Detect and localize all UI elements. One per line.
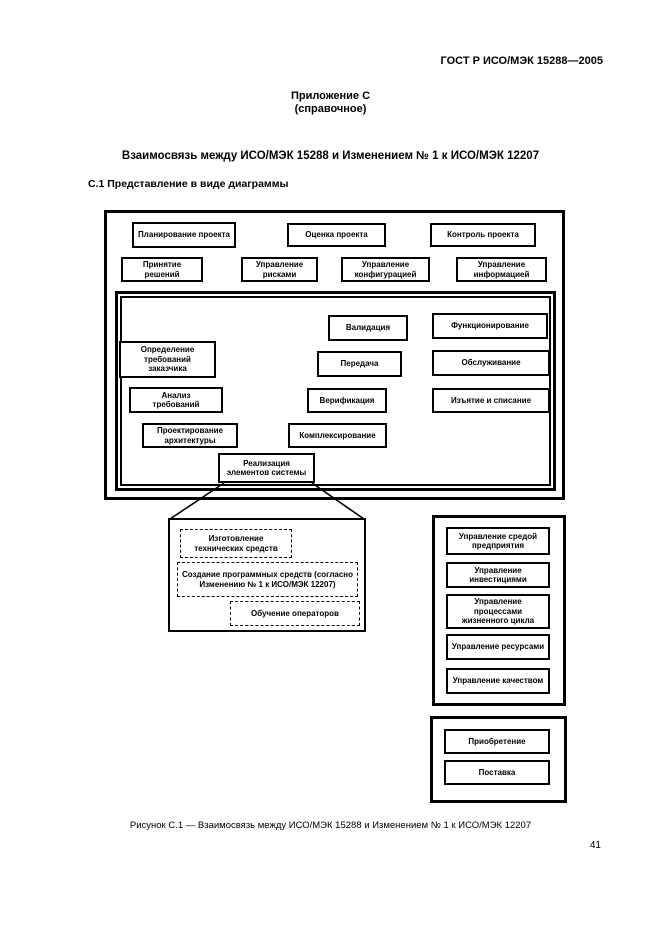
box-label: Верификация <box>319 395 375 405</box>
box-implementation: Реализация элементов системы <box>218 453 315 483</box>
box-project-control: Контроль проекта <box>430 223 536 247</box>
box-label: Управление ресурсами <box>451 642 545 652</box>
box-project-planning: Планирование проекта <box>132 222 236 248</box>
box-requirements-analysis: Анализ требований <box>129 387 223 413</box>
box-quality-management: Управление качеством <box>446 668 550 694</box>
box-verification: Верификация <box>307 388 387 413</box>
box-architectural-design: Проектирование архитектуры <box>142 423 238 448</box>
box-investment-management: Управление инвестициями <box>446 562 550 588</box>
box-environment-management: Управление средой предприятия <box>446 527 550 555</box>
box-label: Приобретение <box>468 736 526 746</box>
box-label: Изъятие и списание <box>450 395 532 405</box>
box-label: Управление качеством <box>452 676 544 686</box>
box-validation: Валидация <box>328 315 408 341</box>
box-label: Обслуживание <box>461 358 521 368</box>
box-label: Оценка проекта <box>305 230 368 240</box>
box-stakeholder-requirements: Определение требований заказчика <box>119 341 216 378</box>
box-disposal: Изъятие и списание <box>432 388 550 413</box>
box-transition: Передача <box>317 351 402 377</box>
box-integration: Комплексирование <box>288 423 387 448</box>
appendix-label: Приложение С <box>290 90 371 102</box>
box-label: Комплексирование <box>299 430 376 440</box>
box-label: Поставка <box>478 767 516 777</box>
box-label: Управление информацией <box>473 260 530 279</box>
box-hardware-fabrication: Изготовление технических средств <box>180 529 292 558</box>
box-label: Обучение операторов <box>251 608 339 618</box>
page-title: Взаимосвязь между ИСО/МЭК 15288 и Измене… <box>121 150 540 162</box>
box-label: Передача <box>340 359 379 369</box>
box-label: Валидация <box>345 323 391 333</box>
box-label: Анализ требований <box>152 390 200 410</box>
box-maintenance: Обслуживание <box>432 350 550 376</box>
box-label: Управление средой предприятия <box>458 531 538 551</box>
box-operator-training: Обучение операторов <box>230 601 360 626</box>
box-label: Планирование проекта <box>138 230 230 240</box>
box-risk-management: Управление рисками <box>241 257 318 282</box>
box-label: Принятие решений <box>142 260 182 279</box>
box-software-implementation: Создание программных средств (согласно И… <box>177 562 358 597</box>
document-standard-code: ГОСТ Р ИСО/МЭК 15288—2005 <box>440 55 604 67</box>
box-lifecycle-process-management: Управление процессами жизненного цикла <box>446 594 550 629</box>
box-label: Контроль проекта <box>447 230 519 240</box>
box-decision-making: Принятие решений <box>121 257 203 282</box>
box-label: Управление процессами жизненного цикла <box>461 597 535 626</box>
box-label: Функционирование <box>451 321 529 331</box>
section-heading: С.1 Представление в виде диаграммы <box>88 178 289 190</box>
figure-caption: Рисунок С.1 — Взаимосвязь между ИСО/МЭК … <box>129 820 532 831</box>
box-operation: Функционирование <box>432 313 548 339</box>
box-label: Изготовление технических средств <box>194 534 278 553</box>
box-label: Управление инвестициями <box>469 565 527 585</box>
appendix-heading: Приложение С (справочное) <box>0 90 661 116</box>
box-label: Определение требований заказчика <box>140 345 195 374</box>
box-label: Создание программных средств (согласно И… <box>181 570 354 589</box>
page-number: 41 <box>589 840 601 851</box>
box-label: Управление конфигурацией <box>354 260 417 279</box>
box-acquisition: Приобретение <box>444 729 550 754</box>
box-label: Проектирование архитектуры <box>156 426 224 445</box>
box-project-assessment: Оценка проекта <box>287 223 386 247</box>
box-configuration-management: Управление конфигурацией <box>341 257 430 282</box>
box-label: Реализация элементов системы <box>226 458 307 478</box>
box-information-management: Управление информацией <box>456 257 547 282</box>
box-resource-management: Управление ресурсами <box>446 634 550 660</box>
box-supply: Поставка <box>444 760 550 785</box>
box-label: Управление рисками <box>255 260 304 279</box>
appendix-type: (справочное) <box>294 103 367 115</box>
